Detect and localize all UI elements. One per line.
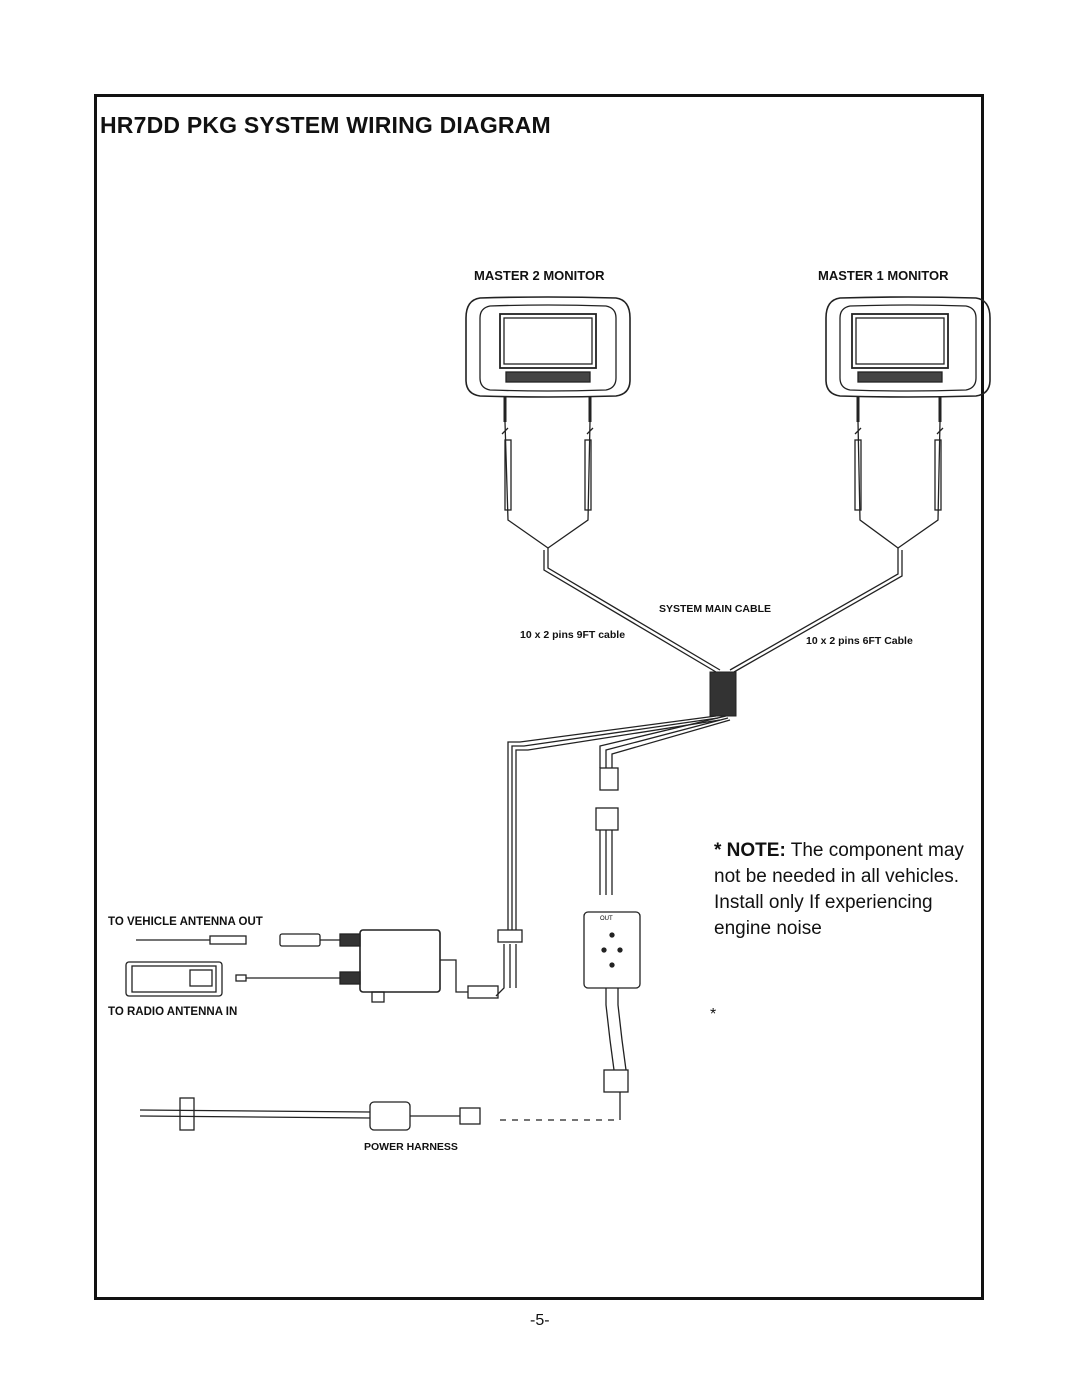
antenna-adapter-icon — [136, 929, 468, 1003]
diagram-frame — [94, 94, 984, 1300]
note-text: * NOTE: The component may not be needed … — [714, 838, 984, 942]
page-number: -5- — [530, 1312, 550, 1329]
master-2-monitor-label: MASTER 2 MONITOR — [474, 268, 605, 283]
filter-out-text: OUT — [600, 916, 613, 922]
noise-filter-icon — [583, 911, 641, 1093]
master-2-monitor-icon — [465, 296, 631, 422]
power-harness-label: POWER HARNESS — [364, 1141, 458, 1153]
note-prefix: * NOTE: — [714, 840, 786, 861]
diagram-title: HR7DD PKG SYSTEM WIRING DIAGRAM — [100, 112, 551, 138]
asterisk-mark: * — [710, 1006, 717, 1023]
master-1-monitor-label: MASTER 1 MONITOR — [818, 268, 949, 283]
master-1-monitor-icon — [825, 296, 991, 422]
monitor-cables — [501, 421, 944, 549]
cable-9ft-label: 10 x 2 pins 9FT cable — [520, 629, 626, 641]
vehicle-antenna-out-label: TO VEHICLE ANTENNA OUT — [108, 916, 263, 928]
note-body: The component may not be needed in all v… — [714, 840, 964, 939]
radio-antenna-in-label: TO RADIO ANTENNA IN — [108, 1006, 238, 1018]
system-main-cable-label: SYSTEM MAIN CABLE — [659, 603, 772, 615]
cable-6ft-label: 10 x 2 pins 6FT Cable — [806, 635, 913, 647]
radio-head-unit-icon — [125, 961, 223, 997]
connector-wires — [467, 715, 731, 999]
power-harness-icon — [139, 1092, 621, 1131]
system-main-cable — [543, 548, 903, 717]
